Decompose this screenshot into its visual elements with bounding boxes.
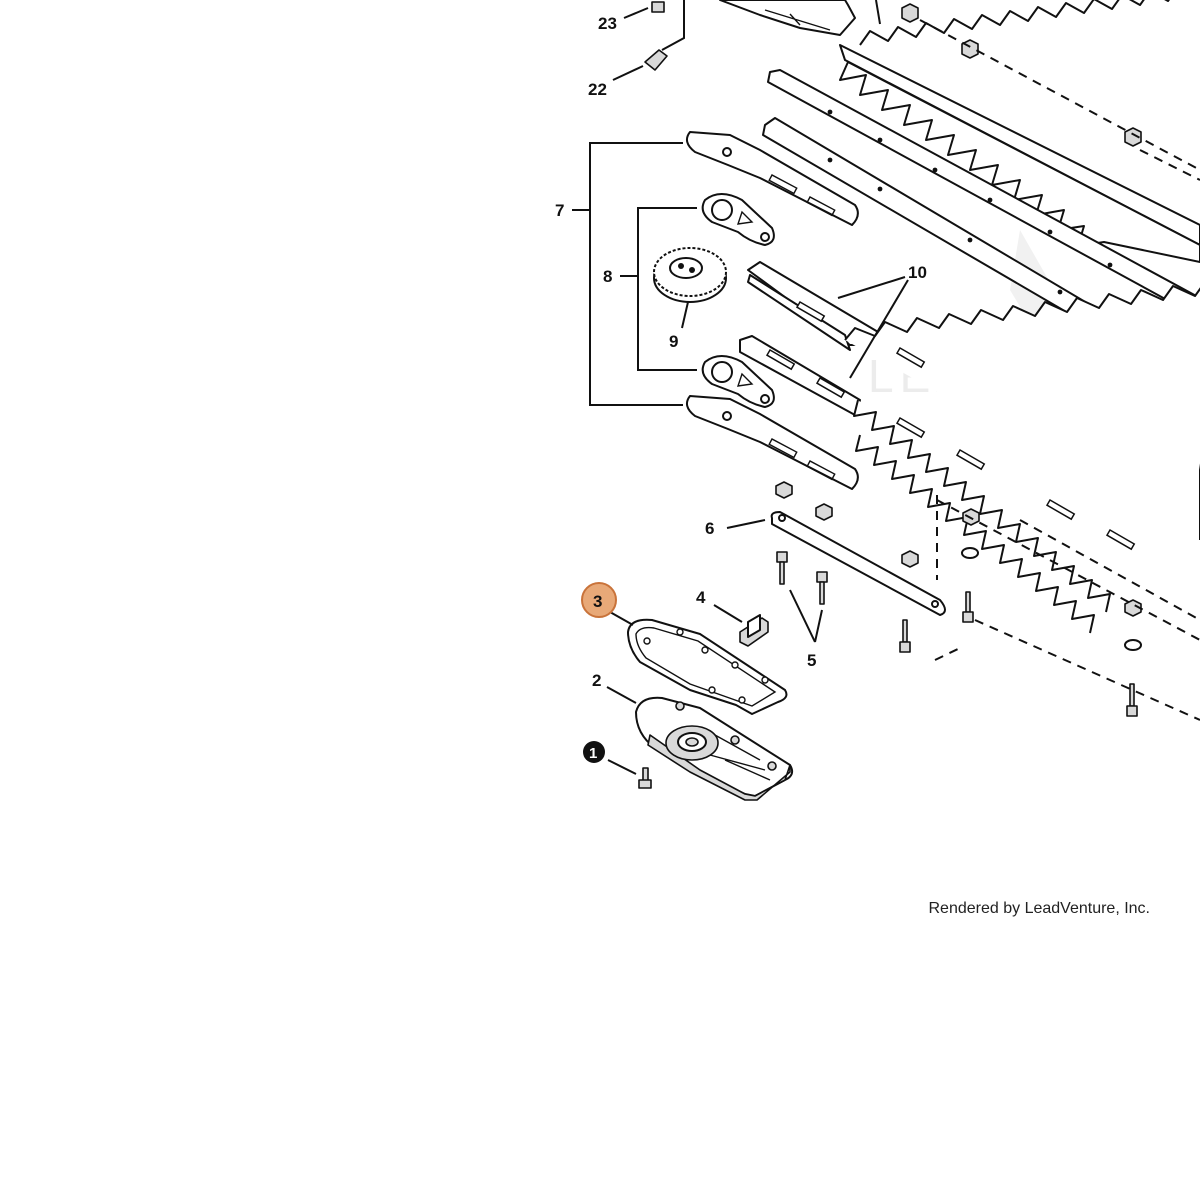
- top-blade-assembly: [719, 0, 1200, 391]
- screws-5: 5: [776, 551, 1138, 717]
- callout-23: 23: [598, 14, 617, 33]
- callout-6: 6: [705, 519, 714, 538]
- strip-6: 6: [705, 511, 946, 616]
- screw-23: 23: [598, 1, 665, 33]
- callout-3-highlight[interactable]: 3: [581, 582, 617, 618]
- screw: [899, 619, 911, 653]
- callout-group-7: 7: [555, 142, 683, 406]
- screw: [816, 571, 828, 605]
- plate-lower: [685, 395, 859, 490]
- gasket-3: [609, 611, 788, 715]
- spacers-and-washers: [775, 481, 1142, 651]
- grease-fitting-22: 22: [588, 49, 668, 99]
- gear-9: 9: [653, 247, 727, 351]
- callout-1: 1: [589, 745, 597, 762]
- cutting-blades-10: 10: [739, 261, 1200, 634]
- callout-4: 4: [696, 588, 706, 607]
- screw: [776, 551, 788, 585]
- callout-2: 2: [592, 671, 601, 690]
- screw: [1126, 683, 1138, 717]
- callout-3: 3: [593, 592, 602, 611]
- callout-8: 8: [603, 267, 612, 286]
- housing-cover-2: 2: [592, 671, 794, 801]
- screw: [962, 591, 974, 623]
- clip-4: 4: [696, 588, 769, 647]
- callout-group-8: 8: [603, 207, 697, 371]
- callout-10: 10: [908, 263, 927, 282]
- callout-5: 5: [807, 651, 816, 670]
- plate-upper: [685, 131, 859, 226]
- screw-1: 1: [583, 741, 652, 789]
- bar-holes: [827, 109, 1143, 341]
- footer-credit: Rendered by LeadVenture, Inc.: [928, 900, 1151, 917]
- callout-9: 9: [669, 332, 678, 351]
- callout-7: 7: [555, 201, 564, 220]
- callout-22: 22: [588, 80, 607, 99]
- cam-plate-upper: [701, 193, 775, 246]
- cam-plate-lower: [701, 355, 775, 408]
